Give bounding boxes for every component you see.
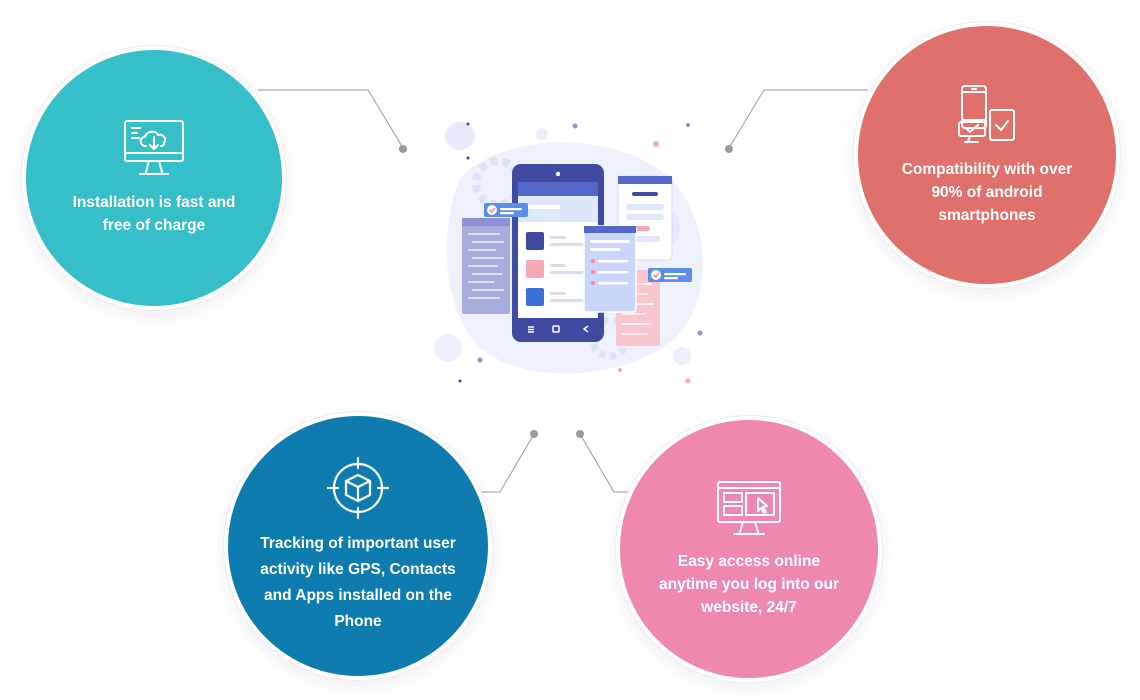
connector-dot-access: [576, 430, 584, 438]
feature-access-label: Easy access online anytime you log into …: [659, 552, 839, 616]
mobile-app-illustration: [434, 122, 703, 384]
monitor-cursor-icon: [717, 480, 781, 535]
connector-compatibility: [728, 89, 868, 149]
feature-tracking: Tracking of important user activity like…: [224, 412, 492, 680]
feature-installation-label: Installation is fast and free of charge: [72, 194, 236, 234]
connector-dot-tracking: [530, 430, 538, 438]
feature-tracking-label: Tracking of important user activity like…: [260, 535, 456, 630]
connector-dot-compatibility: [725, 145, 733, 153]
feature-compatibility-label: Compatibility with over 90% of android s…: [901, 160, 1073, 224]
target-box-icon: [327, 457, 389, 519]
devices-check-icon: [958, 84, 1015, 143]
connector-dot-installation: [399, 145, 407, 153]
monitor-download-icon: [124, 120, 184, 175]
feature-installation: Installation is fast and free of charge: [22, 46, 286, 310]
connector-installation: [258, 89, 404, 149]
feature-access: Easy access online anytime you log into …: [616, 416, 882, 682]
connector-tracking: [480, 433, 535, 493]
feature-compatibility: Compatibility with over 90% of android s…: [854, 22, 1120, 288]
connector-access: [579, 433, 634, 493]
